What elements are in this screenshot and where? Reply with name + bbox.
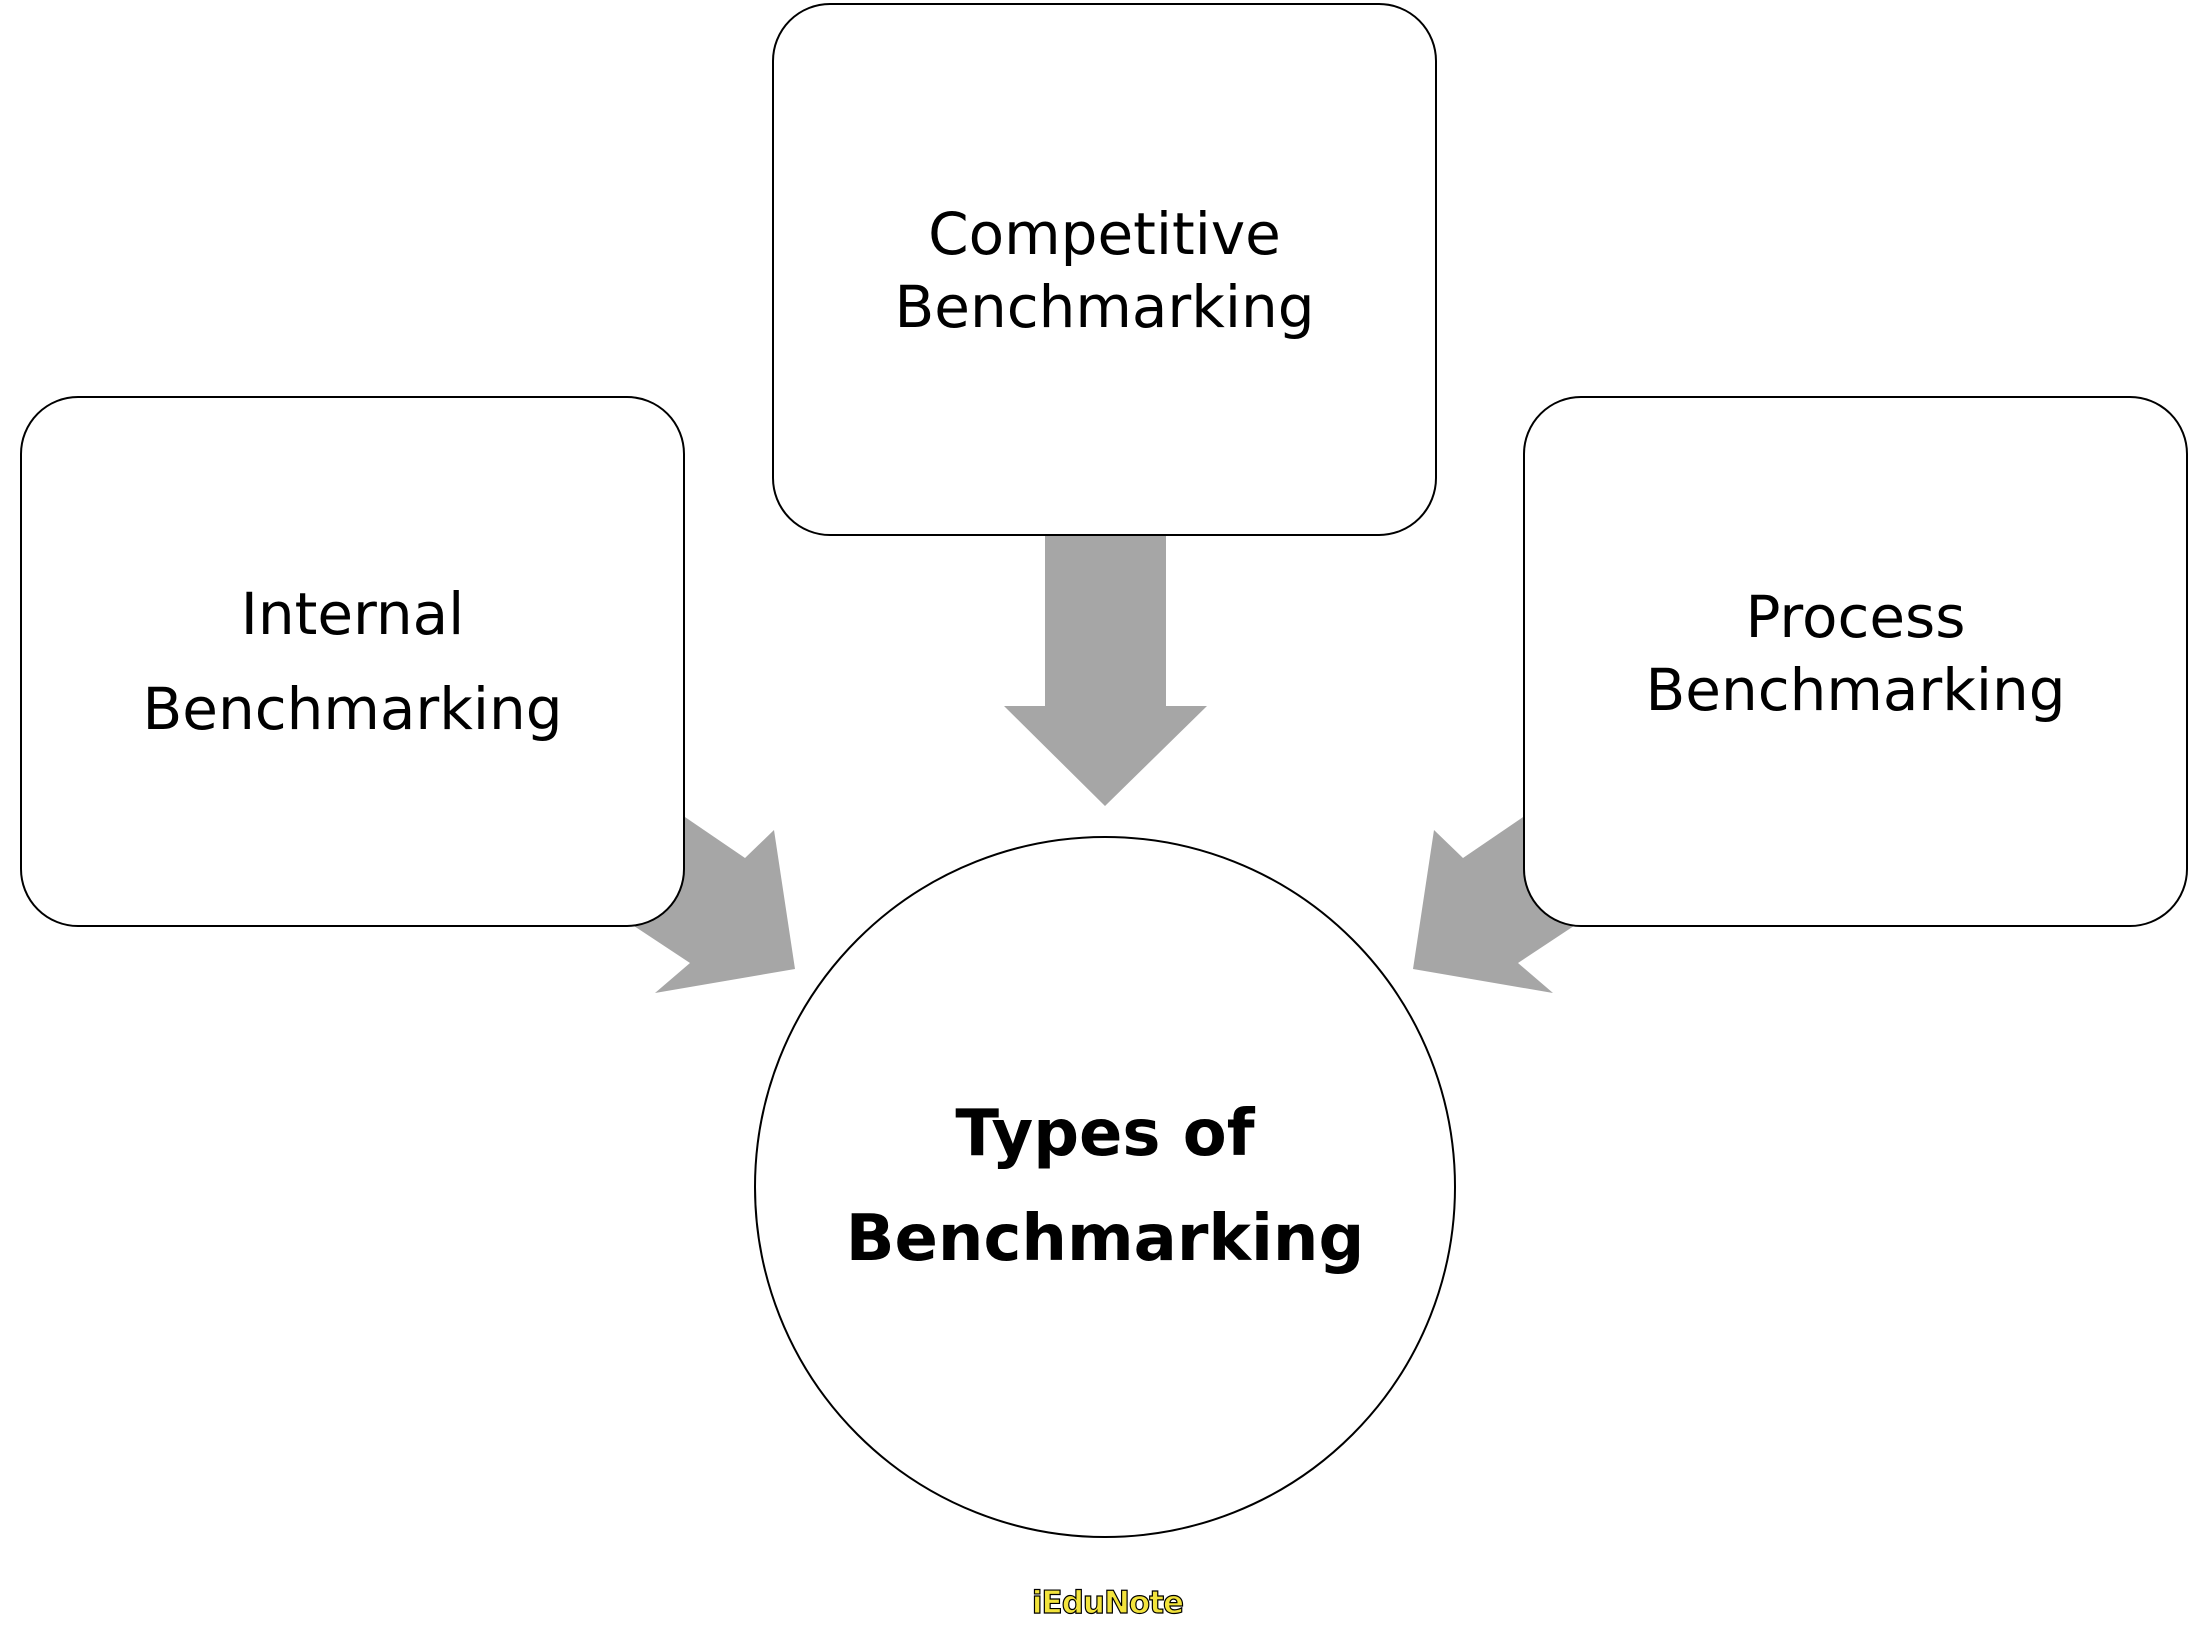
arrow-competitive-to-center — [1004, 535, 1207, 806]
center-types-of-benchmarking: Types of Benchmarking — [754, 836, 1456, 1538]
node-process-line2: Benchmarking — [1645, 656, 2066, 724]
node-internal-benchmarking: Internal Benchmarking — [20, 396, 685, 927]
center-title-line1: Types of — [955, 1097, 1255, 1171]
node-competitive-line2: Benchmarking — [894, 273, 1315, 341]
node-process-line1: Process — [1745, 583, 1966, 651]
node-internal-line2: Benchmarking — [142, 674, 563, 743]
node-competitive-line1: Competitive — [928, 200, 1281, 268]
center-title-line2: Benchmarking — [845, 1202, 1365, 1276]
node-competitive-benchmarking: Competitive Benchmarking — [772, 3, 1437, 536]
watermark-logo: iEduNote — [1031, 1584, 1184, 1621]
node-process-benchmarking: Process Benchmarking — [1523, 396, 2188, 927]
node-internal-line1: Internal — [240, 579, 465, 648]
